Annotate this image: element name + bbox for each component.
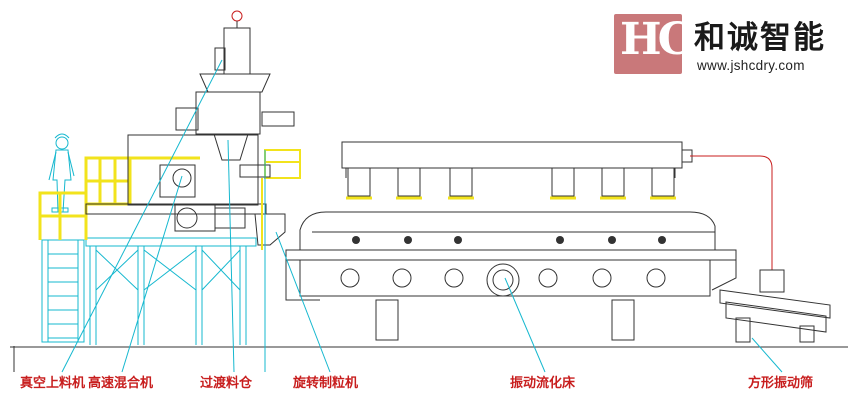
label-rotary-granulator: 旋转制粒机 [293, 376, 359, 391]
discharge-pipe [690, 155, 773, 270]
platform-structure [41, 237, 257, 345]
discharge-valves [352, 236, 666, 244]
operator-figure [48, 133, 75, 213]
label-vacuum-loader: 真空上料机 [20, 376, 86, 391]
label-high-speed-mixer: 高速混合机 [88, 376, 154, 391]
brand-url: www.jshcdry.com [697, 58, 805, 73]
label-transition-bin: 过渡料仓 [200, 376, 253, 391]
logo-mark [614, 14, 682, 74]
label-vibrating-fluid-bed: 振动流化床 [510, 376, 576, 391]
label-square-vibrating-sieve: 方形振动筛 [748, 376, 814, 391]
fluid-bed-equipment [285, 141, 737, 341]
sieve-equipment [719, 269, 831, 343]
air-inlets [347, 167, 675, 197]
brand-name: 和诚智能 [694, 20, 826, 56]
logo-mark-text: HC [620, 14, 693, 65]
vacuum-loader-unit [175, 10, 295, 161]
callout-lines [13, 59, 783, 373]
